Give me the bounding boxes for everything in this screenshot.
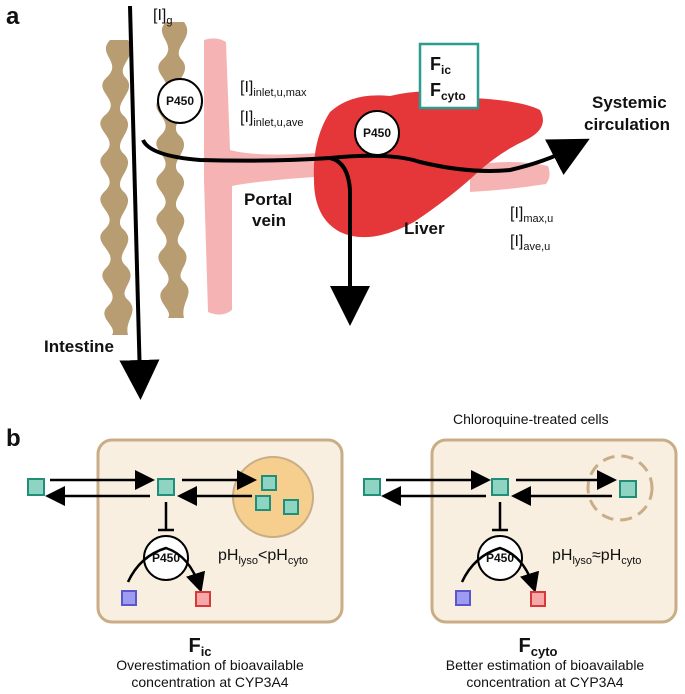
left-cytosolic-drug — [157, 478, 175, 496]
left-lysosomal-drug — [255, 495, 271, 511]
left-p450-label: P450 — [152, 551, 180, 565]
left-ph-relation: pHlyso<pHcyto — [218, 547, 308, 567]
conc-gut-label: [I]g — [153, 7, 172, 27]
fraction-box: Fic Fcyto — [418, 42, 480, 110]
portal-vein-label-line2: vein — [252, 211, 286, 230]
conc-inlet-ave-label: [I]inlet,u,ave — [240, 109, 304, 129]
conc-max-label: [I]max,u — [510, 205, 553, 225]
hepatic-flow-arrow — [329, 156, 370, 326]
left-metabolism-arrow — [126, 546, 206, 593]
right-lysosomal-drug — [619, 480, 637, 498]
left-fraction-label: Fic — [188, 635, 211, 659]
fraction-box-fcyto: Fcyto — [430, 80, 466, 103]
right-caption-line1: Better estimation of bioavailable — [446, 657, 645, 673]
right-metabolite-blue — [455, 590, 471, 606]
right-ph-relation: pHlyso≈pHcyto — [552, 547, 641, 567]
left-metabolite-red — [195, 591, 211, 607]
panel-a-label: a — [6, 3, 20, 30]
right-extracellular-drug — [363, 478, 381, 496]
portal-vein-label-line1: Portal — [244, 190, 292, 209]
liver-p450-enzyme: P450 — [354, 110, 400, 156]
portal-vein-shape — [204, 38, 330, 315]
left-extracellular-drug — [27, 478, 45, 496]
left-metabolite-blue — [121, 590, 137, 606]
intestine-label: Intestine — [44, 337, 114, 356]
panel-b-label: b — [6, 425, 21, 452]
intestine-p450-enzyme: P450 — [157, 78, 203, 124]
left-lysosomal-drug — [261, 475, 277, 491]
intestine-p450-label: P450 — [166, 94, 194, 108]
systemic-label-line2: circulation — [584, 115, 670, 134]
left-lysosomal-drug — [283, 499, 299, 515]
right-metabolism-arrow — [460, 546, 540, 593]
intestine-wall-right — [156, 22, 189, 318]
right-metabolite-red — [530, 591, 546, 607]
right-fraction-label: Fcyto — [519, 635, 558, 659]
intestine-wall-left — [100, 40, 133, 335]
right-cytosolic-drug — [491, 478, 509, 496]
oral-flow-arrow — [119, 5, 160, 400]
right-lysosome-disrupted — [586, 454, 654, 522]
liver-label: Liver — [404, 219, 445, 238]
liver-p450-label: P450 — [363, 126, 391, 140]
conc-inlet-max-label: [I]inlet,u,max — [240, 79, 307, 99]
systemic-label-line1: Systemic — [592, 93, 667, 112]
right-p450-label: P450 — [486, 551, 514, 565]
left-caption-line2: concentration at CYP3A4 — [131, 674, 288, 690]
conc-ave-label: [I]ave,u — [510, 233, 550, 253]
right-cell: P450 pHlyso≈pHcyto — [363, 438, 678, 624]
left-cell: P450 pHlyso<pHcyto — [27, 438, 344, 624]
right-caption-line2: concentration at CYP3A4 — [466, 674, 623, 690]
right-cell-title: Chloroquine-treated cells — [453, 411, 609, 427]
left-caption-line1: Overestimation of bioavailable — [116, 657, 304, 673]
fraction-box-fic: Fic — [430, 54, 451, 77]
portal-flow-line — [141, 138, 590, 175]
